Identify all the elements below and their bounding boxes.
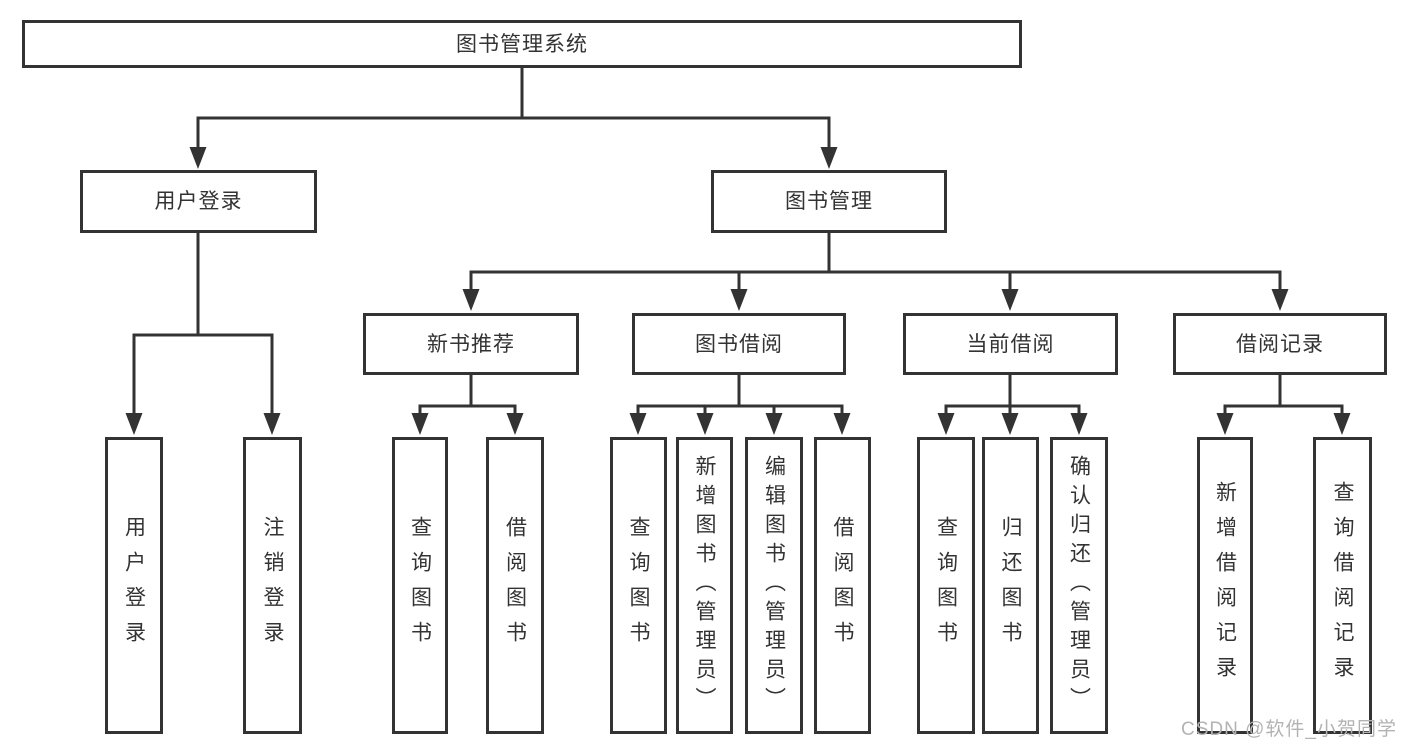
leaf-query-books-recommend: 查询图书	[392, 437, 448, 734]
node-new-book-recommend: 新书推荐	[363, 313, 579, 375]
node-library-management-system: 图书管理系统	[22, 20, 1022, 68]
leaf-query-books-borrow: 查询图书	[610, 437, 667, 734]
node-label: 用户登录	[122, 515, 146, 656]
node-label: 图书管理	[785, 190, 873, 213]
leaf-edit-book-admin: 编辑图书（管理员）	[745, 437, 803, 734]
node-label: 当前借阅	[966, 332, 1055, 356]
node-label: 借阅图书	[831, 515, 854, 656]
node-label: 注销登录	[261, 515, 284, 656]
node-book-management: 图书管理	[711, 170, 947, 233]
node-label: 确认归还（管理员）	[1067, 455, 1091, 716]
leaf-confirm-return-admin: 确认归还（管理员）	[1050, 437, 1108, 734]
node-label: 新增借阅记录	[1213, 480, 1237, 691]
leaf-query-books-current: 查询图书	[917, 437, 975, 734]
node-label: 借阅记录	[1236, 332, 1324, 356]
node-label: 查询图书	[934, 515, 958, 656]
leaf-borrow-books-borrow: 借阅图书	[814, 437, 871, 734]
node-label: 查询图书	[408, 515, 432, 656]
node-label: 新书推荐	[427, 332, 515, 356]
leaf-add-book-admin: 新增图书（管理员）	[676, 437, 733, 734]
leaf-return-book: 归还图书	[982, 437, 1039, 734]
leaf-user-login: 用户登录	[105, 437, 163, 734]
node-label: 借阅图书	[503, 515, 527, 656]
node-label: 查询图书	[627, 515, 650, 656]
node-current-borrow: 当前借阅	[903, 313, 1118, 375]
node-label: 编辑图书（管理员）	[762, 455, 786, 716]
leaf-logout: 注销登录	[243, 437, 302, 734]
node-user-login: 用户登录	[80, 170, 317, 233]
node-label: 查询借阅记录	[1331, 480, 1354, 691]
csdn-watermark: CSDN @软件_小贺同学	[1181, 719, 1397, 740]
node-borrow-records: 借阅记录	[1173, 313, 1387, 375]
node-label: 归还图书	[999, 515, 1022, 656]
node-label: 图书借阅	[695, 332, 783, 356]
leaf-query-borrow-record: 查询借阅记录	[1313, 437, 1372, 734]
arrowheads	[125, 147, 1351, 435]
node-label: 图书管理系统	[456, 32, 588, 56]
leaf-add-borrow-record: 新增借阅记录	[1197, 437, 1253, 734]
node-label: 新增图书（管理员）	[693, 455, 716, 716]
node-label: 用户登录	[154, 190, 243, 213]
leaf-borrow-books-recommend: 借阅图书	[486, 437, 544, 734]
node-book-borrow: 图书借阅	[632, 313, 846, 375]
